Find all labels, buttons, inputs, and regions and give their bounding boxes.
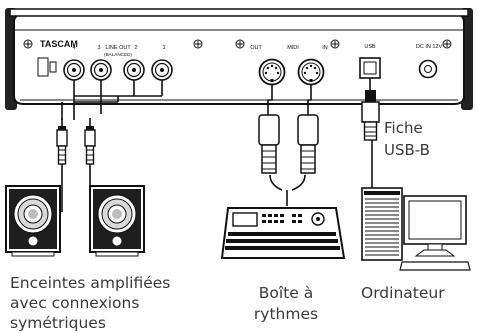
dc-power-port — [418, 59, 438, 79]
usb-b-plug — [361, 90, 380, 141]
trs-plug-left — [56, 126, 68, 165]
usb-port — [359, 57, 381, 79]
speakers-caption-line2: avec connexions — [10, 294, 140, 312]
dc-in-label: DC IN 12V — [416, 44, 443, 50]
usb-plug-callout-line1: Fiche — [384, 119, 423, 137]
speaker-left — [5, 185, 61, 257]
speakers-caption-line3: symétriques — [10, 314, 106, 332]
computer — [361, 187, 471, 271]
trs-plug-right — [84, 126, 96, 165]
drum-machine-caption-line2: rythmes — [253, 305, 319, 323]
line-out-label: LINE OUT — [105, 45, 131, 51]
brand-label: TASCAM — [40, 39, 78, 49]
usb-label: USB — [364, 44, 376, 50]
midi-in-port — [297, 58, 325, 86]
audio-interface-rear-panel: TASCAM 4 3 2 1 LINE OUT (BALANCED) OUT M… — [5, 8, 473, 110]
jack-number-3: 3 — [97, 45, 100, 51]
speakers-caption-line1: Enceintes amplifiées — [10, 274, 171, 292]
line-out-jack-1 — [151, 59, 173, 81]
midi-out-port — [258, 58, 286, 86]
midi-in-label: IN — [322, 45, 328, 51]
drum-machine — [220, 207, 346, 259]
speaker-right — [89, 185, 145, 257]
midi-plug-out — [258, 114, 280, 174]
line-out-jack-3 — [90, 59, 112, 81]
midi-label: MIDI — [287, 45, 299, 51]
line-out-jack-4 — [63, 59, 85, 81]
balanced-label: (BALANCED) — [104, 52, 132, 57]
security-slot-icon — [37, 57, 57, 77]
midi-plug-in — [297, 114, 319, 174]
usb-plug-callout-line2: USB-B — [384, 141, 430, 159]
jack-number-2: 2 — [134, 45, 137, 51]
screw-icon — [23, 39, 452, 49]
jack-number-4: 4 — [72, 45, 75, 51]
line-out-jacks — [63, 59, 173, 81]
jack-number-1: 1 — [162, 45, 165, 51]
midi-out-label: OUT — [250, 45, 262, 51]
line-out-jack-2 — [123, 59, 145, 81]
drum-machine-caption-line1: Boîte à — [258, 284, 314, 302]
computer-caption: Ordinateur — [361, 284, 445, 302]
